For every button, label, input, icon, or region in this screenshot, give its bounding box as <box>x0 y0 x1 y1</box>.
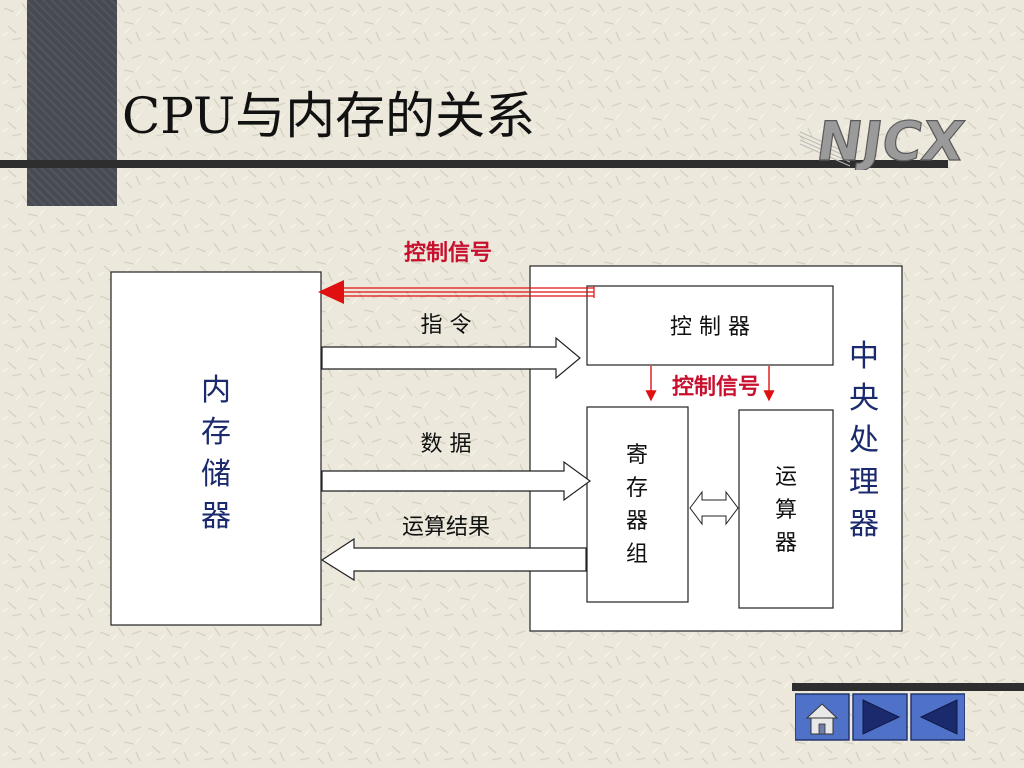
memory-label: 内 存 储 器 <box>201 373 231 534</box>
control-signal-inner-label: 控制信号 <box>672 374 760 400</box>
next-button[interactable] <box>852 693 908 741</box>
njcx-logo: NJCX <box>800 110 969 170</box>
svg-text:存: 存 <box>626 476 648 501</box>
logo-text: NJCX <box>813 110 968 170</box>
svg-text:央: 央 <box>849 381 879 416</box>
svg-text:处: 处 <box>849 423 879 458</box>
home-icon <box>805 703 839 735</box>
svg-text:器: 器 <box>775 531 797 556</box>
svg-text:中: 中 <box>849 339 879 374</box>
svg-text:理: 理 <box>849 465 879 500</box>
play-right-icon <box>862 699 901 735</box>
svg-text:运: 运 <box>775 465 797 490</box>
home-button[interactable] <box>795 693 850 741</box>
instruction-label: 指 令 <box>421 313 472 338</box>
svg-text:储: 储 <box>201 457 231 492</box>
data-arrow <box>321 460 592 502</box>
memory-box <box>110 271 322 626</box>
page-title: CPU与内存的关系 <box>122 87 536 145</box>
svg-text:组: 组 <box>626 542 648 567</box>
svg-text:算: 算 <box>775 498 797 523</box>
prev-button[interactable] <box>910 693 965 741</box>
instruction-arrow <box>321 336 581 380</box>
alu-box <box>738 409 834 609</box>
controller-label: 控 制 器 <box>670 315 750 340</box>
result-label: 运算结果 <box>402 515 490 540</box>
register-alu-double-arrow <box>689 490 739 526</box>
alu-label: 运 算 器 <box>775 465 797 556</box>
svg-text:寄: 寄 <box>626 443 648 468</box>
nav-underline-bar <box>792 683 1024 691</box>
control-signal-arrow-top <box>318 280 595 304</box>
control-signal-top-label: 控制信号 <box>404 240 492 266</box>
register-group-box <box>586 406 689 603</box>
decorative-dark-block <box>27 0 117 206</box>
title-underline-bar <box>0 160 948 168</box>
controller-box <box>586 285 834 366</box>
register-group-label: 寄 存 器 组 <box>626 443 648 567</box>
svg-text:器: 器 <box>849 507 879 542</box>
nav-buttons <box>795 693 965 741</box>
result-arrow <box>320 537 587 582</box>
play-left-icon <box>919 699 958 735</box>
cpu-label: 中 央 处 理 器 <box>849 339 879 542</box>
data-label: 数 据 <box>421 432 472 457</box>
svg-text:内: 内 <box>201 373 231 408</box>
svg-text:器: 器 <box>201 499 231 534</box>
svg-text:存: 存 <box>201 415 231 450</box>
svg-text:器: 器 <box>626 509 648 534</box>
